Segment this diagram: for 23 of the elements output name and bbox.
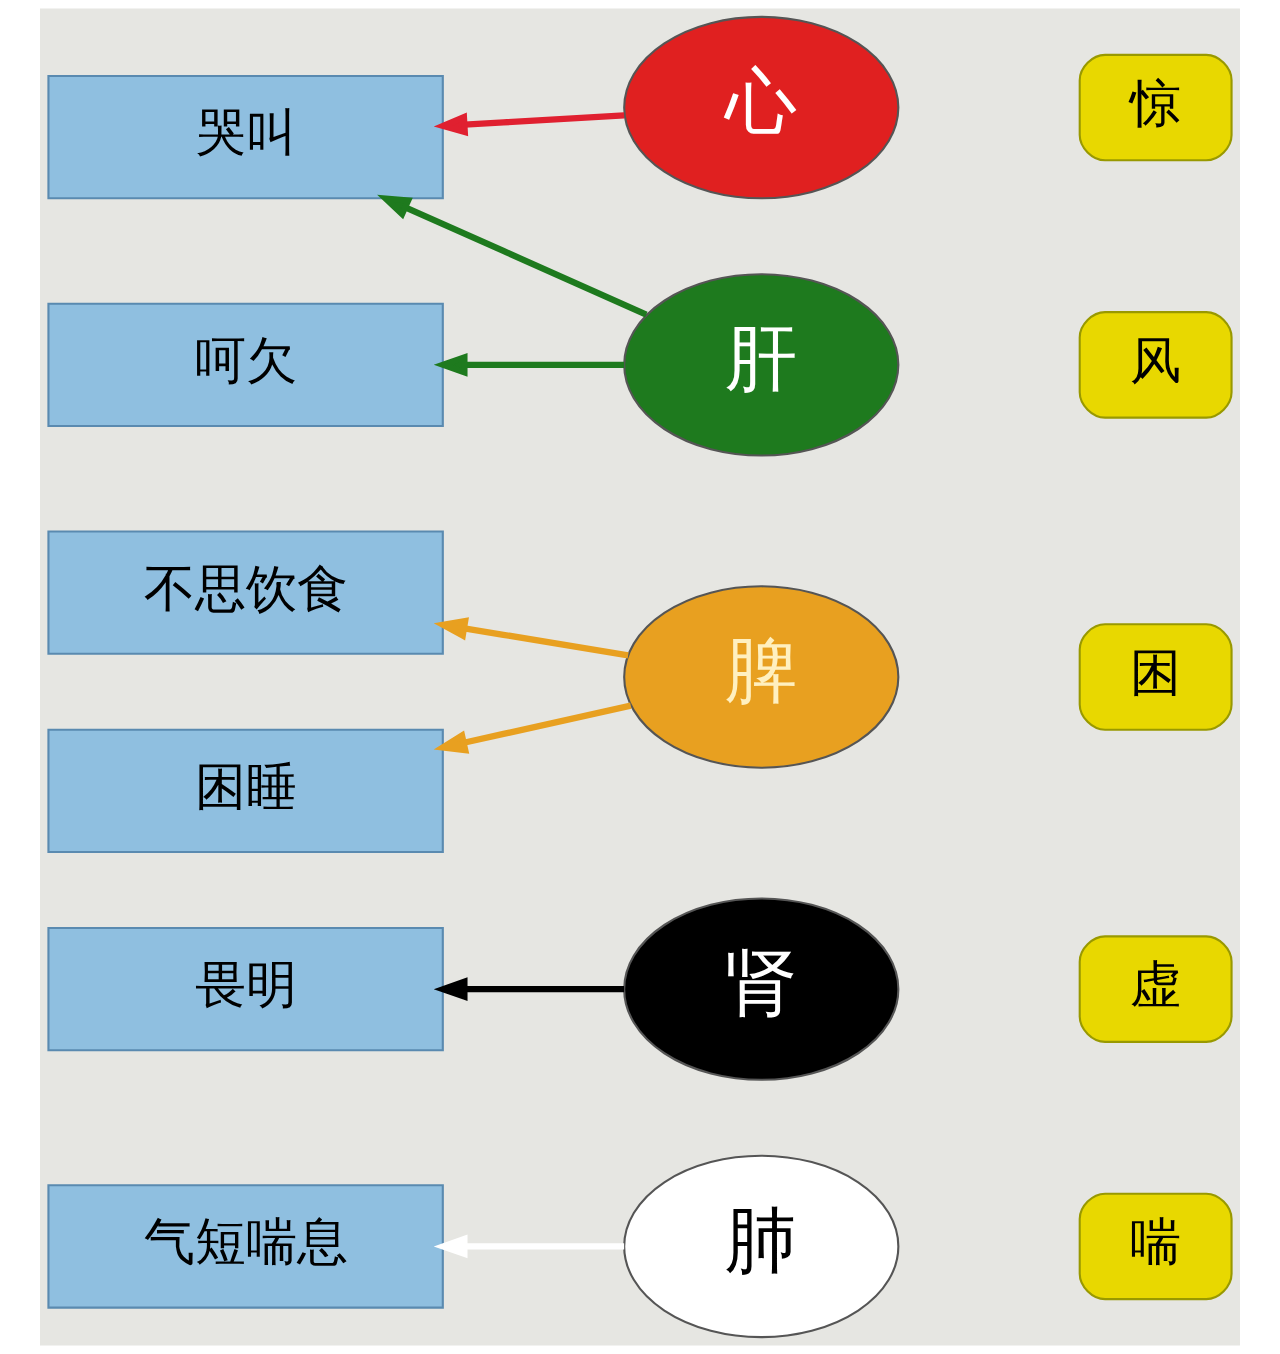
arrow xyxy=(433,617,629,659)
node-box: 畏明 xyxy=(47,926,444,1052)
node-box: 不思饮食 xyxy=(47,530,444,655)
node-ellipse: 心 xyxy=(623,15,900,200)
node-box: 困睡 xyxy=(47,728,444,854)
node-box: 喘 xyxy=(1078,1192,1233,1301)
arrow xyxy=(433,702,632,754)
arrow xyxy=(433,353,625,377)
node-box: 困 xyxy=(1078,623,1233,731)
node-box: 气短喘息 xyxy=(47,1184,444,1309)
node-ellipse: 肺 xyxy=(623,1154,900,1339)
arrow xyxy=(433,977,625,1001)
node-box: 哭叫 xyxy=(47,74,444,200)
node-box: 虚 xyxy=(1078,935,1233,1043)
node-ellipse: 脾 xyxy=(623,585,900,769)
node-box: 呵欠 xyxy=(47,302,444,428)
node-ellipse: 肝 xyxy=(623,273,900,457)
node-ellipse: 肾 xyxy=(623,897,900,1081)
node-box: 惊 xyxy=(1078,53,1233,162)
arrow xyxy=(433,1234,625,1259)
arrow xyxy=(433,112,625,137)
arrow xyxy=(377,194,648,318)
node-box: 风 xyxy=(1078,311,1233,419)
